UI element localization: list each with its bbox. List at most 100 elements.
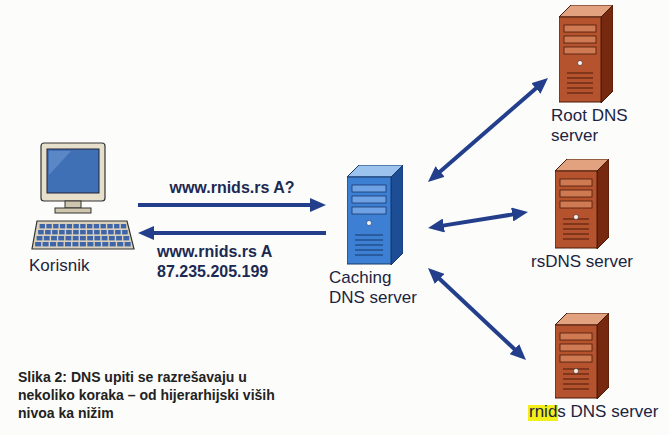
keyboard-key (66, 236, 72, 240)
server-icon (559, 5, 613, 103)
vent-line (355, 250, 383, 251)
keyboard-key (52, 230, 58, 234)
power-button (574, 215, 579, 220)
keyboard-key (80, 230, 86, 234)
dns-server: rnids DNS server (526, 310, 661, 425)
keyboard-key (94, 224, 99, 228)
keyboard-key (94, 236, 100, 240)
keyboard-key (38, 230, 44, 234)
query-arrow (138, 203, 311, 207)
keyboard-key (114, 224, 119, 228)
keyboard-key (121, 224, 126, 228)
vent-line (563, 384, 589, 385)
drive-bay (560, 179, 592, 186)
server-front (559, 17, 601, 102)
keyboard-key (117, 242, 123, 246)
dns-message: www.rnids.rs A? (169, 178, 294, 198)
drive-bay (560, 201, 592, 208)
node-label: rnids DNS server (529, 402, 658, 422)
vent-line (355, 255, 383, 256)
keyboard-key (122, 230, 128, 234)
vent-line (567, 88, 593, 89)
dns-server: Caching DNS server (326, 162, 428, 311)
keyboard-key (102, 242, 108, 246)
keyboard-key (87, 236, 93, 240)
keyboard-key (87, 230, 93, 234)
keyboard-key (59, 230, 65, 234)
keyboard-key (58, 236, 64, 240)
power-button (367, 221, 372, 226)
query-arrow (439, 278, 515, 349)
keyboard-key (87, 224, 92, 228)
keyboard-key (67, 224, 72, 228)
vent-line (567, 78, 593, 79)
computer-icon (31, 141, 135, 253)
keyboard-key (80, 236, 86, 240)
vent-line (567, 73, 593, 74)
monitor-stand (65, 201, 81, 208)
keyboard-key (44, 236, 50, 240)
drive-bay (564, 25, 596, 32)
node-label: rsDNS server (531, 252, 633, 272)
keyboard (32, 221, 134, 249)
query-arrow (153, 231, 326, 235)
keyboard-key (123, 236, 129, 240)
server-side (597, 159, 609, 249)
vent-line (563, 239, 589, 240)
query-arrow (439, 88, 536, 172)
keyboard-key (125, 242, 131, 246)
server-side (601, 5, 613, 103)
drive-bay (564, 47, 596, 54)
vent-line (563, 379, 589, 380)
server-front (555, 325, 597, 398)
keyboard-key (72, 242, 78, 246)
keyboard-key (94, 230, 100, 234)
node-label: Caching DNS server (329, 268, 425, 308)
keyboard-key (53, 224, 58, 228)
figure-caption: Slika 2: DNS upiti se razrešavaju u neko… (18, 368, 303, 422)
user-computer: Korisnik (26, 138, 138, 279)
drive-bay (352, 196, 386, 203)
keyboard-key (60, 224, 65, 228)
server-side (597, 313, 609, 399)
keyboard-key (107, 224, 112, 228)
vent-line (355, 235, 383, 236)
keyboard-key (43, 242, 49, 246)
query-arrow (443, 214, 513, 225)
keyboard-key (73, 230, 79, 234)
dns-message: www.rnids.rs A 87.235.205.199 (157, 242, 307, 282)
drive-bay (560, 190, 592, 197)
server-icon (347, 165, 403, 265)
vent-line (567, 93, 593, 94)
vent-line (567, 83, 593, 84)
drive-bay (560, 355, 592, 362)
keyboard-key (109, 236, 115, 240)
vent-line (563, 229, 589, 230)
keyboard-key (40, 224, 45, 228)
dns-server: rsDNS server (528, 156, 636, 275)
server-front (555, 171, 597, 248)
keyboard-key (73, 224, 78, 228)
server-icon (555, 313, 609, 399)
keyboard-key (116, 236, 122, 240)
server-front (347, 177, 391, 264)
keyboard-key (66, 230, 72, 234)
power-button (574, 369, 579, 374)
keyboard-key (57, 242, 63, 246)
dns-server: Root DNS server (548, 2, 650, 149)
keyboard-key (45, 230, 51, 234)
keyboard-key (80, 242, 86, 246)
drive-bay (560, 333, 592, 340)
keyboard-key (108, 230, 114, 234)
drive-bay (352, 207, 386, 214)
keyboard-key (87, 242, 93, 246)
drive-bay (560, 344, 592, 351)
vent-line (355, 240, 383, 241)
keyboard-key (73, 236, 79, 240)
keyboard-key (51, 236, 57, 240)
keyboard-key (115, 230, 121, 234)
monitor-base (55, 208, 91, 213)
server-side (391, 165, 403, 265)
keyboard-key (65, 242, 71, 246)
drive-bay (352, 185, 386, 192)
